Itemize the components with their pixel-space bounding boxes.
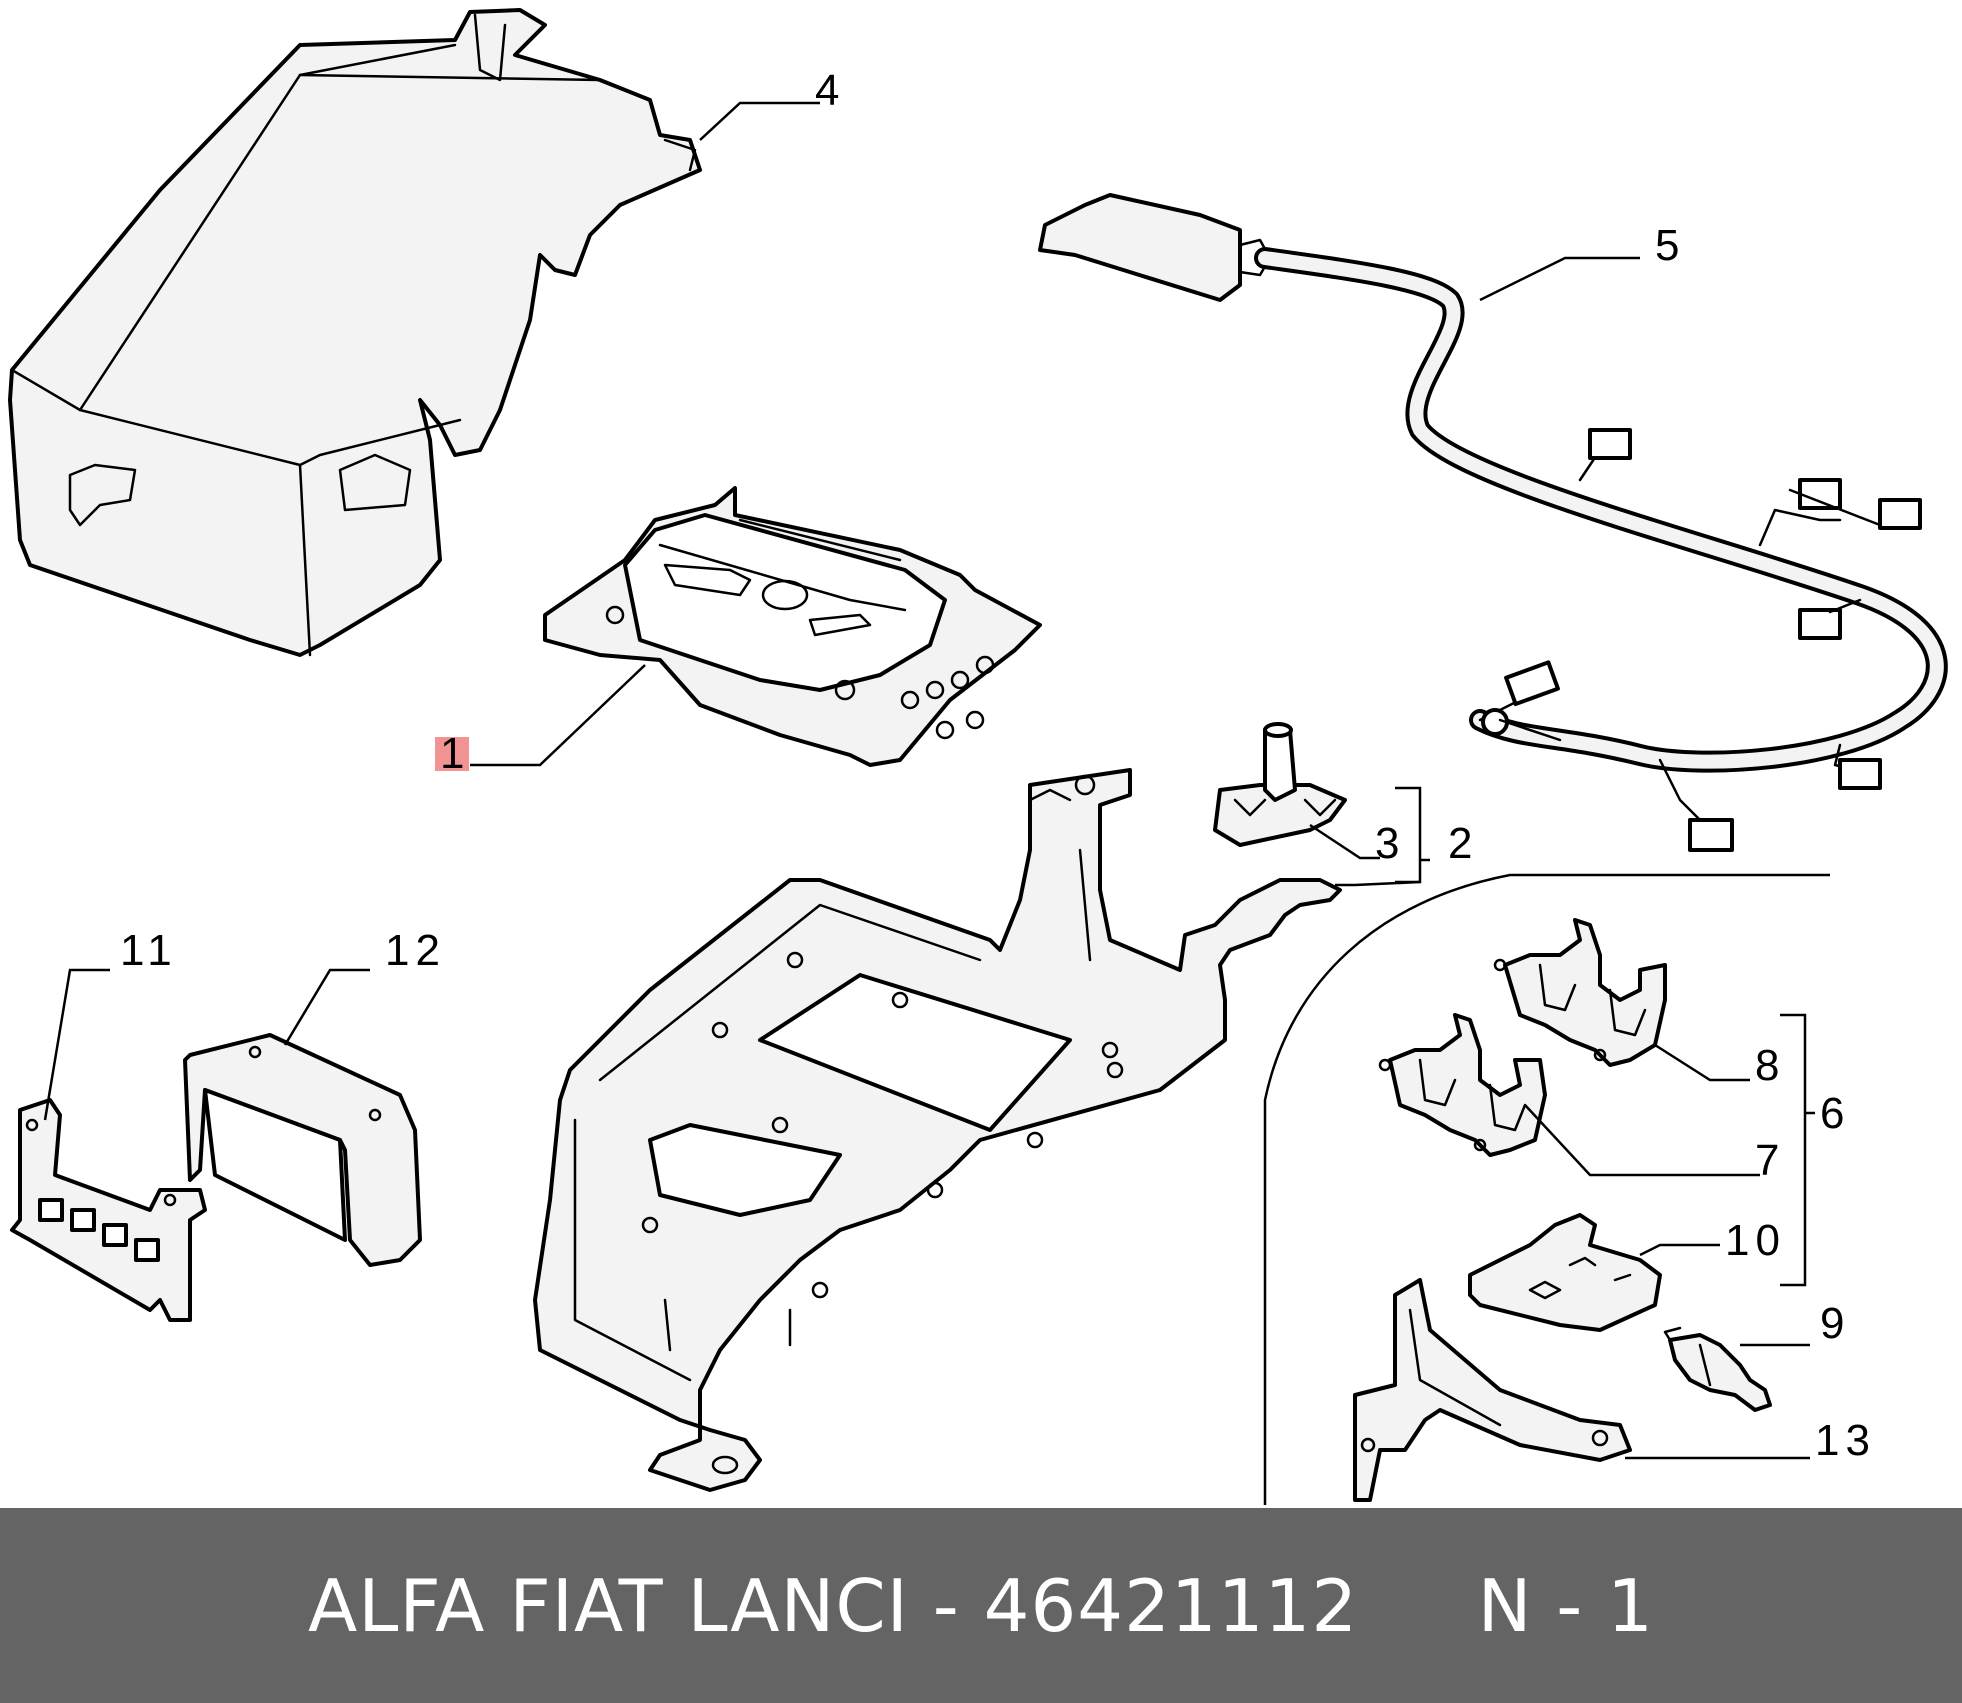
part-3-clip[interactable]	[1213, 722, 1347, 847]
leader-lines	[43, 101, 1815, 1460]
footer-part-number: 46421112	[983, 1563, 1359, 1648]
callout-10[interactable]: 10	[1725, 1216, 1786, 1265]
callout-7[interactable]: 7	[1755, 1136, 1785, 1185]
part-7-double-clip[interactable]	[1378, 1013, 1547, 1157]
footer-gap	[1358, 1564, 1477, 1648]
parts-diagram: 1 2 3 4 5 6 7 8 9 10 11 12 13	[8, 8, 1948, 1505]
part-13-strap[interactable]	[1353, 1278, 1632, 1502]
callout-12[interactable]: 12	[385, 926, 446, 975]
callout-9[interactable]: 9	[1820, 1299, 1850, 1348]
callout-8[interactable]: 8	[1755, 1041, 1785, 1090]
footer-suffix: N - 1	[1477, 1563, 1654, 1648]
part-5-wiring-harness[interactable]	[1038, 193, 1948, 852]
part-2-bracket[interactable]	[533, 768, 1342, 1492]
callout-1-highlight	[435, 737, 469, 771]
footer-caption: ALFA FIAT LANCI - 46421112 N - 1	[308, 1564, 1654, 1648]
part-4-cover[interactable]	[8, 8, 702, 657]
part-10-plate[interactable]	[1468, 1213, 1662, 1332]
callout-2[interactable]: 2	[1448, 819, 1478, 868]
part-9-sensor[interactable]	[1663, 1326, 1772, 1412]
callout-11[interactable]: 11	[120, 926, 178, 975]
footer-brand: ALFA FIAT LANCI	[308, 1563, 909, 1648]
callout-1[interactable]: 1	[440, 729, 470, 778]
callout-13[interactable]: 13	[1815, 1416, 1876, 1465]
callout-3[interactable]: 3	[1375, 819, 1405, 868]
callout-labels: 1 2 3 4 5 6 7 8 9 10 11 12 13	[120, 66, 1876, 1465]
callout-4[interactable]: 4	[815, 66, 845, 115]
callout-5[interactable]: 5	[1655, 221, 1685, 270]
part-8-double-clip[interactable]	[1493, 918, 1667, 1067]
part-12-sleeve[interactable]	[183, 1033, 422, 1267]
callout-6[interactable]: 6	[1820, 1089, 1850, 1138]
footer-bar: ALFA FIAT LANCI - 46421112 N - 1	[0, 1508, 1962, 1703]
detail-separator	[1263, 873, 1830, 1505]
footer-separator: -	[908, 1563, 984, 1648]
part-11-connector-bracket[interactable]	[10, 1098, 207, 1322]
part-1-control-unit[interactable]	[543, 486, 1042, 767]
diagram-canvas: 1 2 3 4 5 6 7 8 9 10 11 12 13	[8, 8, 1948, 1505]
